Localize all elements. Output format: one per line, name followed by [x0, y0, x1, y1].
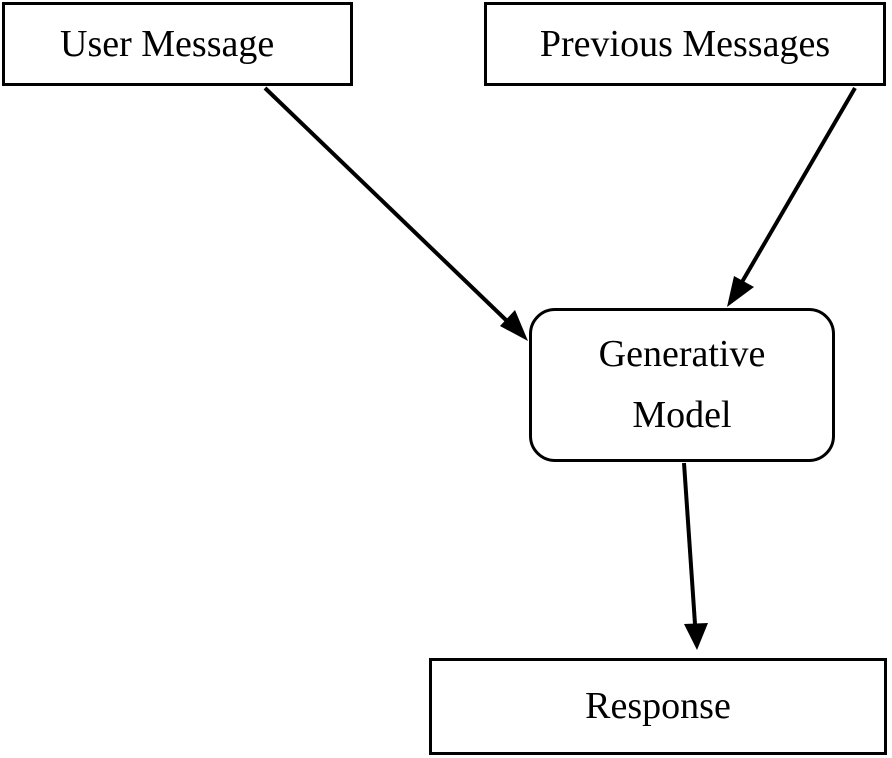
response-label: Response	[585, 685, 731, 728]
user-message-box: User Message	[2, 2, 353, 86]
previous-messages-box: Previous Messages	[484, 2, 886, 86]
generative-model-box: Generative Model	[529, 308, 835, 462]
generative-model-label-line-2: Model	[632, 394, 732, 436]
arrow-model-to-response	[682, 462, 708, 650]
user-message-label: User Message	[60, 22, 275, 65]
generative-model-label: Generative Model	[599, 324, 766, 446]
generative-model-label-line-1: Generative	[598, 333, 766, 376]
arrow-user-to-model	[263, 86, 528, 341]
previous-messages-label: Previous Messages	[539, 22, 831, 65]
arrow-previous-to-model	[727, 86, 857, 307]
response-box: Response	[429, 658, 887, 755]
